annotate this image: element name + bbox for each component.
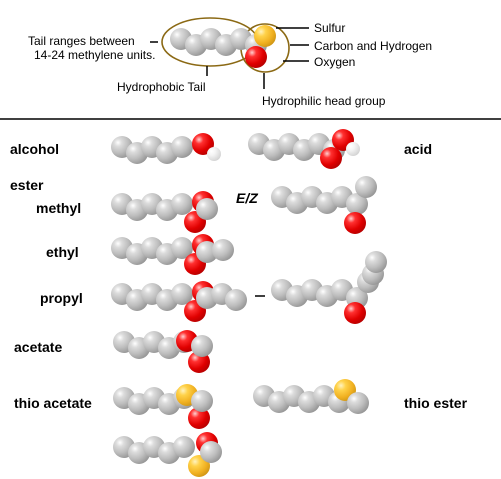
hydrophilic-head-label: Hydrophilic head group — [262, 94, 386, 108]
methyl-label: methyl — [36, 200, 82, 216]
tail-range-label-line2: 14-24 methylene units. — [34, 48, 156, 62]
hydrogen-atom — [346, 142, 360, 156]
carbon-atom — [212, 239, 234, 261]
acetate-label: acetate — [14, 339, 63, 355]
alcohol-label: alcohol — [10, 141, 60, 157]
tail-range-label-line1: Tail ranges between — [28, 34, 135, 48]
sulfur-label: Sulfur — [314, 21, 346, 35]
oxygen-atom — [320, 147, 342, 169]
carbon-atom — [191, 390, 213, 412]
carbon-atom — [346, 193, 368, 215]
thio-acetate-label: thio acetate — [14, 395, 92, 411]
hydrophobic-tail-label: Hydrophobic Tail — [117, 80, 206, 94]
oxygen-label: Oxygen — [314, 55, 356, 69]
carbon-atom — [171, 136, 193, 158]
carbon-atom — [347, 392, 369, 414]
carbon-atom — [171, 237, 193, 259]
acid-label: acid — [404, 141, 433, 157]
carbon-atom — [355, 176, 377, 198]
hydrogen-atom — [207, 147, 221, 161]
carbon-hydrogen-label: Carbon and Hydrogen — [314, 39, 433, 53]
carbon-atom — [196, 198, 218, 220]
carbon-atom — [171, 283, 193, 305]
oxygen-atom — [188, 407, 210, 429]
thio-ester-label: thio ester — [404, 395, 468, 411]
carbon-atom — [200, 441, 222, 463]
sulfur-atom — [254, 25, 276, 47]
carbon-atom — [225, 289, 247, 311]
oxygen-atom — [245, 46, 267, 68]
carbon-atom — [365, 251, 387, 273]
propyl-label: propyl — [40, 290, 83, 306]
ester-label: ester — [10, 177, 44, 193]
oxygen-atom — [344, 302, 366, 324]
carbon-atom — [173, 436, 195, 458]
carbon-atom — [191, 335, 213, 357]
carbon-atom — [171, 193, 193, 215]
oxygen-atom — [344, 212, 366, 234]
ez-label: E/Z — [236, 190, 258, 206]
ethyl-label: ethyl — [46, 244, 79, 260]
